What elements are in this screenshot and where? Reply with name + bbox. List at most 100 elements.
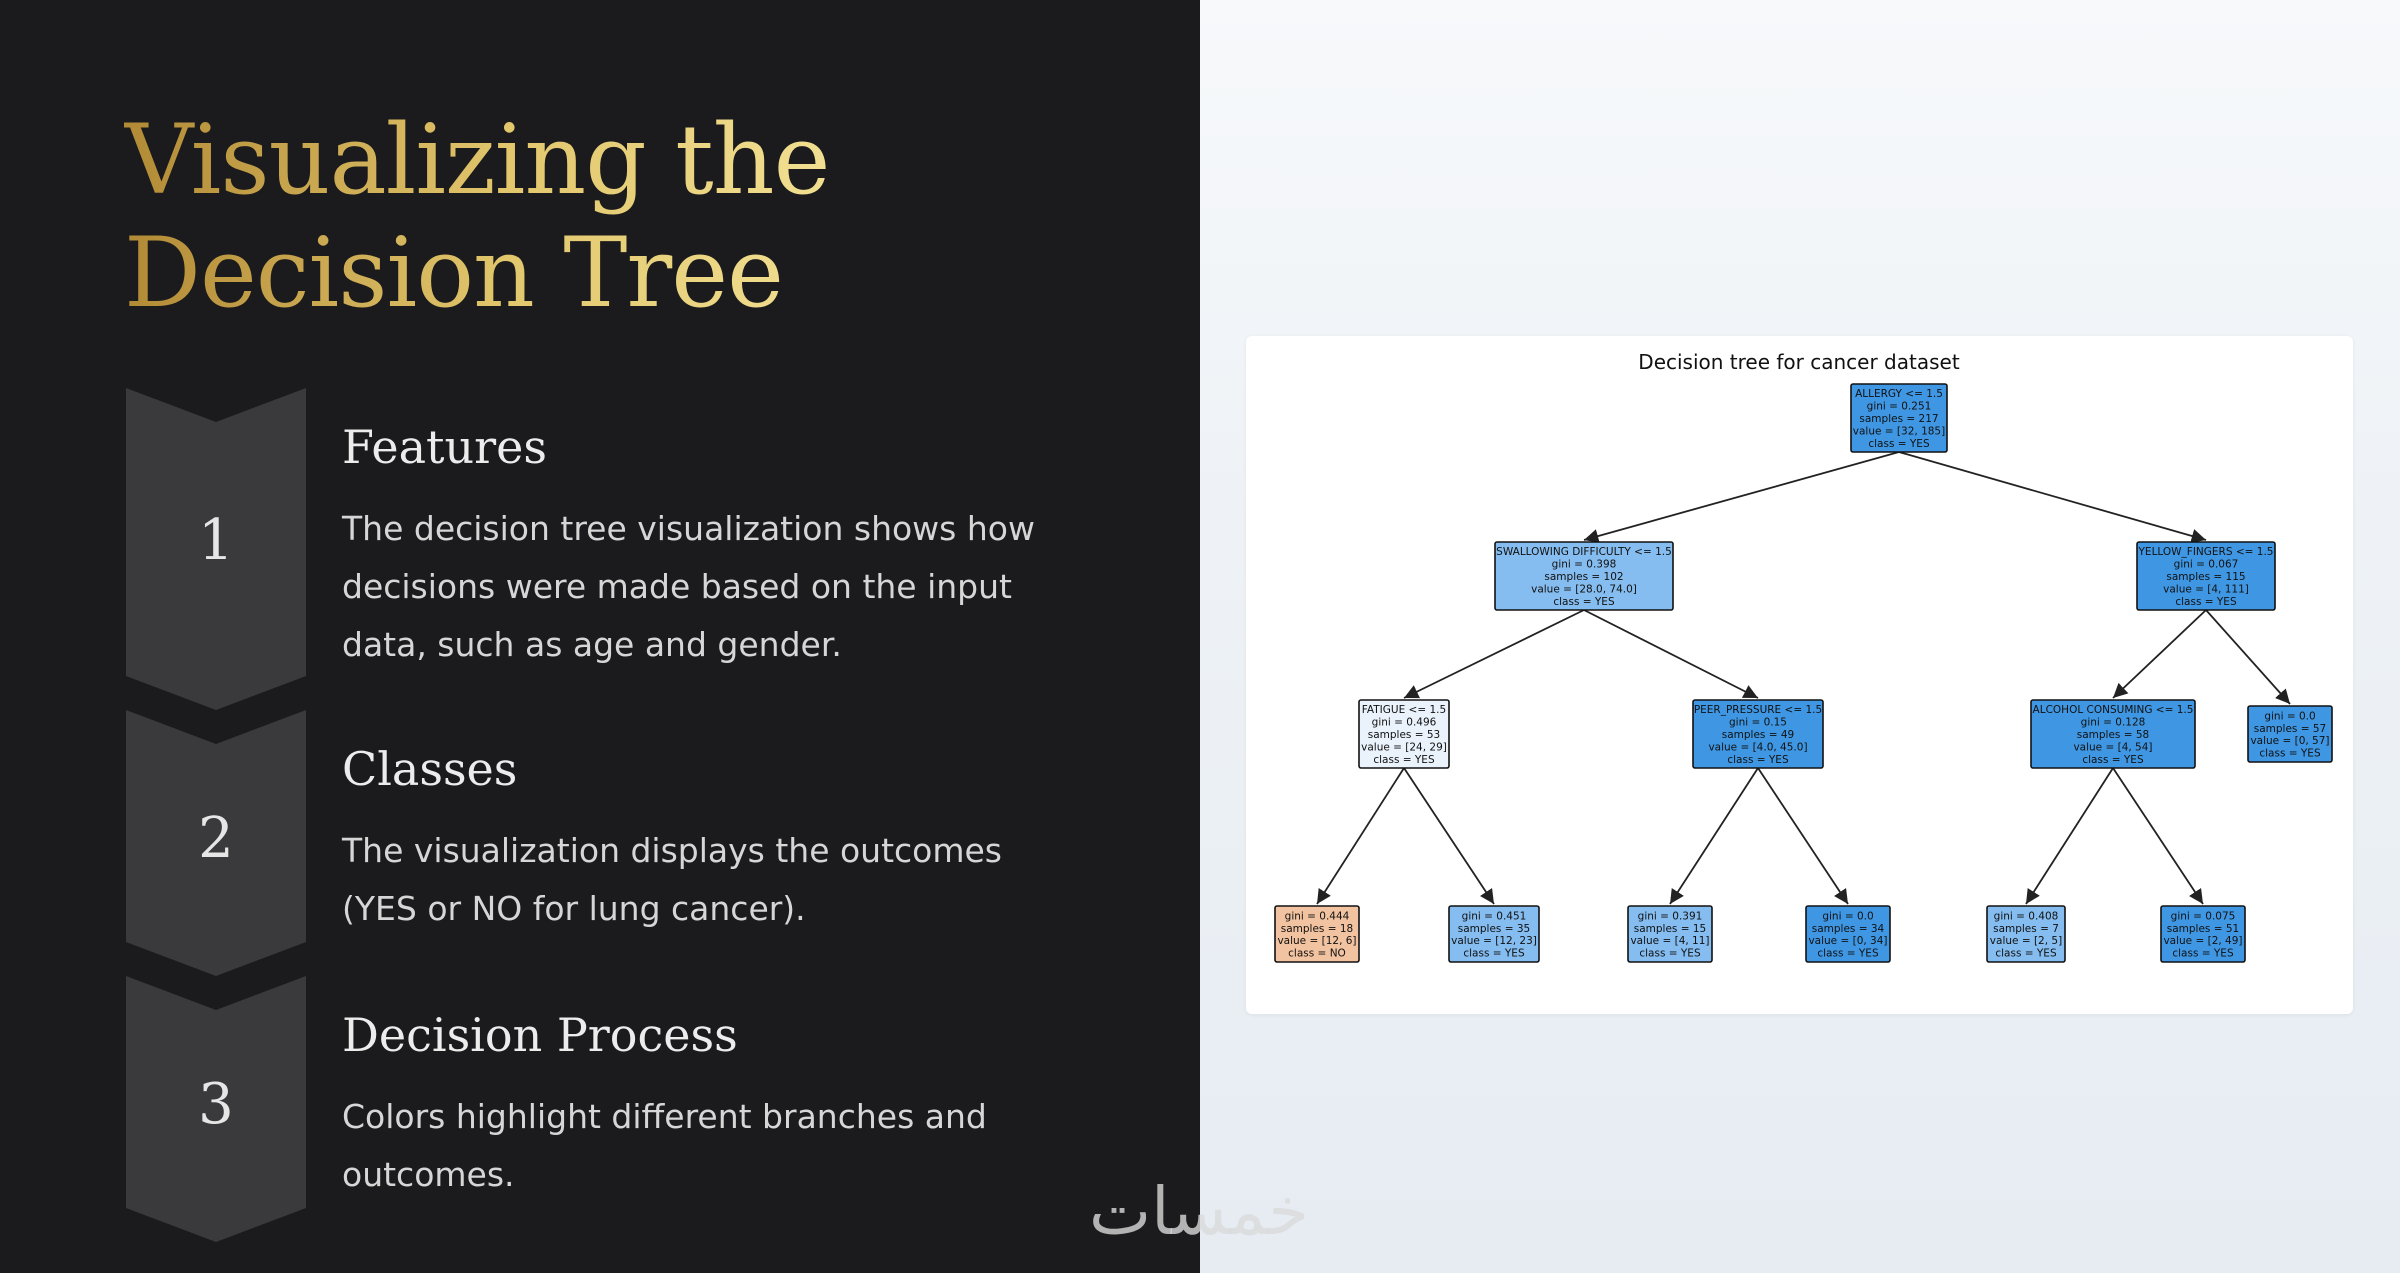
tree-node-label: class = YES	[1639, 948, 1701, 960]
step-heading: Classes	[342, 742, 518, 796]
step-decision-process: 3 Decision Process Colors highlight diff…	[124, 976, 1124, 1242]
tree-node-label: class = YES	[1727, 754, 1789, 766]
tree-edge	[1316, 767, 1405, 905]
tree-node-box	[2247, 705, 2333, 763]
tree-node-label: gini = 0.496	[1372, 717, 1437, 729]
tree-node-label: gini = 0.391	[1638, 910, 1703, 922]
tree-node-label: gini = 0.0	[1822, 910, 1873, 922]
tree-edges	[1316, 451, 2291, 905]
tree-node-label: gini = 0.067	[2174, 559, 2239, 571]
tree-node-label: samples = 217	[1859, 413, 1938, 425]
tree-node-label: class = YES	[1463, 948, 1525, 960]
step-chevron	[126, 710, 306, 976]
tree-node-label: value = [28.0, 74.0]	[1531, 583, 1637, 595]
tree-node-label: gini = 0.15	[1729, 717, 1787, 729]
tree-node-label: class = NO	[1288, 948, 1346, 960]
tree-node-label: gini = 0.0	[2264, 710, 2315, 722]
tree-node-box	[2160, 905, 2246, 963]
tree-node-label: class = YES	[2172, 948, 2234, 960]
tree-node-label: samples = 58	[2077, 729, 2149, 741]
tree-node-box	[2136, 541, 2276, 611]
tree-edge	[2112, 609, 2207, 699]
tree-node-box	[2030, 699, 2196, 769]
tree-node-box	[1986, 905, 2066, 963]
tree-node-label: value = [4, 111]	[2163, 583, 2249, 595]
tree-node-box	[1627, 905, 1713, 963]
tree-node-label: value = [4, 54]	[2073, 741, 2152, 753]
tree-edge	[1583, 609, 1759, 699]
tree-node-label: gini = 0.444	[1285, 910, 1350, 922]
tree-node-label: samples = 57	[2254, 723, 2326, 735]
tree-node-label: value = [0, 57]	[2250, 735, 2329, 747]
khamsat-watermark-logo: خمسات	[1089, 1173, 1309, 1250]
tree-node-label: value = [24, 29]	[1361, 741, 1447, 753]
tree-node-label: class = YES	[1553, 596, 1615, 608]
tree-node-label: YELLOW_FINGERS <= 1.5	[2138, 546, 2274, 558]
tree-node-label: samples = 35	[1458, 923, 1530, 935]
tree-node-label: value = [4, 11]	[1630, 935, 1709, 947]
chart-title: Decision tree for cancer dataset	[1638, 350, 1960, 374]
tree-edge	[1757, 767, 1849, 905]
tree-node-label: FATIGUE <= 1.5	[1362, 704, 1446, 716]
tree-node-label: ALCOHOL CONSUMING <= 1.5	[2033, 704, 2194, 716]
tree-node-label: value = [32, 185]	[1853, 425, 1945, 437]
tree-edge	[2025, 767, 2114, 905]
step-heading: Decision Process	[342, 1008, 738, 1062]
watermark-text: خمسات	[1089, 1173, 1309, 1250]
tree-node-label: class = YES	[2082, 754, 2144, 766]
tree-node-label: class = YES	[1373, 754, 1435, 766]
tree-node-box	[1494, 541, 1674, 611]
tree-node-label: PEER_PRESSURE <= 1.5	[1694, 704, 1822, 716]
tree-node-label: gini = 0.075	[2171, 910, 2236, 922]
tree-node-label: samples = 53	[1368, 729, 1440, 741]
tree-node-label: value = [12, 23]	[1451, 935, 1537, 947]
tree-node-label: value = [12, 6]	[1277, 935, 1356, 947]
tree-node-label: class = YES	[2175, 596, 2237, 608]
tree-node-label: gini = 0.408	[1994, 910, 2059, 922]
left-panel: Visualizing the Decision Tree 1 Features…	[124, 104, 1124, 1242]
tree-node-label: value = [2, 49]	[2163, 935, 2242, 947]
tree-node-label: samples = 49	[1722, 729, 1794, 741]
step-features: 1 Features The decision tree visualizati…	[124, 388, 1124, 710]
title-line-2: Decision Tree	[124, 217, 783, 329]
tree-node-box	[1448, 905, 1540, 963]
tree-node-label: samples = 102	[1544, 571, 1623, 583]
decision-tree-svg: Decision tree for cancer dataset ALLERGY…	[1274, 350, 2333, 963]
tree-node-label: gini = 0.451	[1462, 910, 1527, 922]
tree-node-label: samples = 34	[1812, 923, 1885, 935]
tree-edge	[1583, 451, 1900, 544]
tree-edge	[1669, 767, 1759, 905]
step-number: 2	[198, 806, 234, 871]
tree-edge	[2112, 767, 2204, 905]
tree-node-label: samples = 7	[1993, 923, 2059, 935]
tree-node-box	[1692, 699, 1824, 769]
tree-node-label: gini = 0.128	[2081, 717, 2146, 729]
step-body: Colors highlight different branches and …	[342, 1097, 987, 1194]
tree-edge	[2205, 609, 2291, 705]
tree-edge	[1403, 767, 1495, 905]
tree-node-box	[1805, 905, 1891, 963]
step-heading: Features	[342, 420, 547, 474]
step-classes: 2 Classes The visualization displays the…	[124, 710, 1124, 976]
step-body: The decision tree visualization shows ho…	[342, 509, 1035, 664]
decision-tree-chart: Decision tree for cancer dataset ALLERGY…	[1246, 336, 2353, 1014]
tree-edge	[1403, 609, 1585, 699]
step-chevron	[126, 976, 306, 1242]
tree-node-box	[1274, 905, 1360, 963]
tree-node-label: class = YES	[1817, 948, 1879, 960]
title-line-1: Visualizing the	[124, 104, 830, 216]
step-chevron	[126, 388, 306, 710]
tree-node-label: samples = 15	[1634, 923, 1706, 935]
tree-node-label: gini = 0.398	[1552, 559, 1617, 571]
tree-node-label: value = [0, 34]	[1808, 935, 1887, 947]
